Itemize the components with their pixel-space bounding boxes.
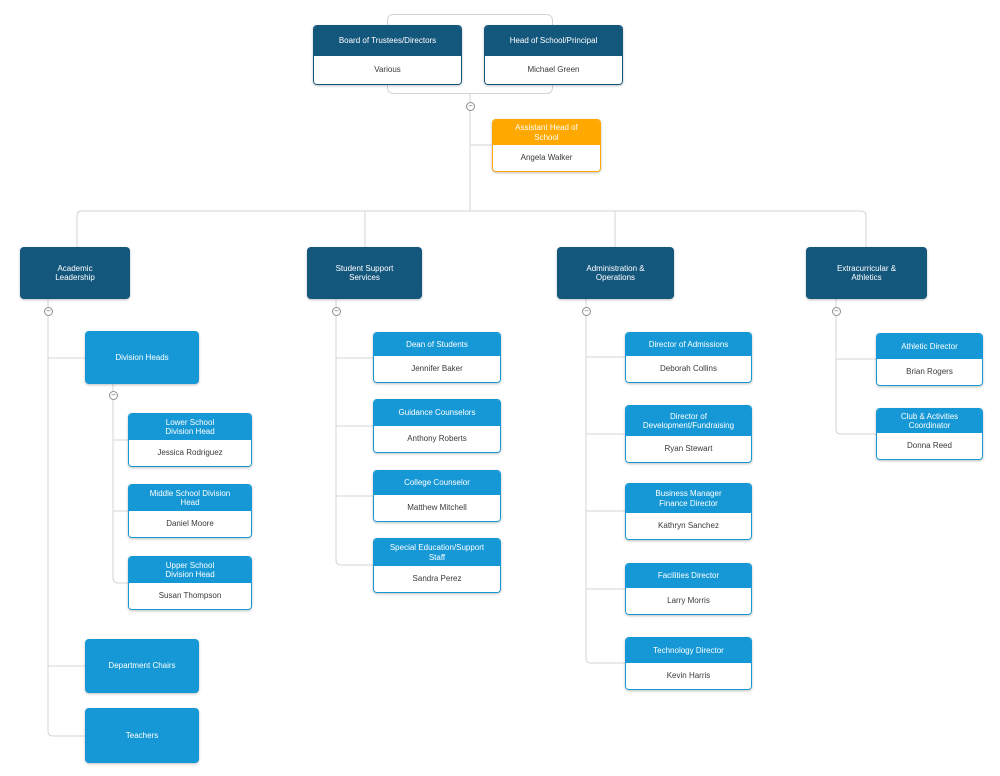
node-person: Angela Walker [493,145,600,171]
org-node-athletic-director[interactable]: Athletic Director Brian Rogers [876,333,983,386]
node-person: Daniel Moore [129,511,251,537]
node-person: Various [314,56,461,84]
node-person: Ryan Stewart [626,436,751,462]
minus-glyph: − [834,306,839,315]
org-node-middle-school-head[interactable]: Middle School Division Head Daniel Moore [128,484,252,538]
node-person: Kevin Harris [626,663,751,689]
wire-extra-branch [835,299,876,435]
node-title: Dean of Students [374,333,500,356]
org-node-extracurricular-athletics[interactable]: Extracurricular & Athletics [806,247,927,299]
wire-top-trunk [469,94,492,211]
node-person: Deborah Collins [626,356,751,382]
org-node-board-of-trustees[interactable]: Board of Trustees/Directors Various [313,25,462,85]
node-person: Jennifer Baker [374,356,500,382]
collapse-icon-admin[interactable]: − [582,307,591,316]
node-title: Athletic Director [877,334,982,359]
minus-glyph: − [334,306,339,315]
node-title: Guidance Counselors [374,400,500,426]
org-node-division-heads[interactable]: Division Heads [85,331,199,384]
wire-academic-branch [47,299,85,737]
node-title: Assistant Head of School [493,120,600,145]
node-title: Middle School Division Head [129,485,251,511]
org-node-guidance-counselors[interactable]: Guidance Counselors Anthony Roberts [373,399,501,453]
org-node-technology-director[interactable]: Technology Director Kevin Harris [625,637,752,690]
minus-glyph: − [46,306,51,315]
node-person: Susan Thompson [129,583,251,609]
org-node-facilities-director[interactable]: Facilities Director Larry Morris [625,563,752,615]
node-person: Michael Green [485,56,622,84]
org-node-special-education-staff[interactable]: Special Education/Support Staff Sandra P… [373,538,501,593]
wire-admin-branch [585,299,625,664]
org-node-director-development[interactable]: Director of Development/Fundraising Ryan… [625,405,752,463]
org-node-administration-operations[interactable]: Administration & Operations [557,247,674,299]
org-node-upper-school-head[interactable]: Upper School Division Head Susan Thompso… [128,556,252,610]
node-title: Club & Activities Coordinator [877,409,982,433]
node-person: Donna Reed [877,433,982,459]
collapse-icon-student[interactable]: − [332,307,341,316]
node-title: Upper School Division Head [129,557,251,583]
org-node-department-chairs[interactable]: Department Chairs [85,639,199,693]
node-title: Special Education/Support Staff [374,539,500,566]
node-title: Director of Admissions [626,333,751,356]
org-node-academic-leadership[interactable]: Academic Leadership [20,247,130,299]
node-person: Larry Morris [626,588,751,614]
org-node-dean-of-students[interactable]: Dean of Students Jennifer Baker [373,332,501,383]
node-title: Director of Development/Fundraising [626,406,751,436]
node-title: Administration & Operations [586,263,645,283]
org-node-director-admissions[interactable]: Director of Admissions Deborah Collins [625,332,752,383]
wire-division-branch [112,384,128,584]
node-title: Technology Director [626,638,751,663]
org-node-business-manager[interactable]: Business Manager Finance Director Kathry… [625,483,752,540]
org-node-college-counselor[interactable]: College Counselor Matthew Mitchell [373,470,501,522]
minus-glyph: − [584,306,589,315]
node-title: Division Heads [115,352,169,362]
node-title: Student Support Services [335,263,394,283]
org-node-lower-school-head[interactable]: Lower School Division Head Jessica Rodri… [128,413,252,467]
node-title: Facilities Director [626,564,751,588]
node-title: Business Manager Finance Director [626,484,751,513]
node-person: Jessica Rodriguez [129,440,251,466]
minus-glyph: − [468,101,473,110]
node-person: Anthony Roberts [374,426,500,452]
wire-student-branch [335,299,373,566]
org-node-student-support[interactable]: Student Support Services [307,247,422,299]
collapse-icon-top[interactable]: − [466,102,475,111]
node-title: Head of School/Principal [485,26,622,56]
node-title: Board of Trustees/Directors [314,26,461,56]
node-person: Brian Rogers [877,359,982,385]
node-title: College Counselor [374,471,500,495]
node-title: Extracurricular & Athletics [836,263,897,283]
node-person: Matthew Mitchell [374,495,500,521]
node-title: Academic Leadership [55,263,95,283]
org-node-teachers[interactable]: Teachers [85,708,199,763]
wire-main-distribution [76,210,867,247]
org-node-head-of-school[interactable]: Head of School/Principal Michael Green [484,25,623,85]
org-node-club-activities-coordinator[interactable]: Club & Activities Coordinator Donna Reed [876,408,983,460]
collapse-icon-division-heads[interactable]: − [109,391,118,400]
node-title: Department Chairs [108,661,176,671]
collapse-icon-academic[interactable]: − [44,307,53,316]
node-title: Teachers [125,730,159,740]
minus-glyph: − [111,390,116,399]
node-person: Sandra Perez [374,566,500,592]
collapse-icon-extra[interactable]: − [832,307,841,316]
node-person: Kathryn Sanchez [626,513,751,539]
node-title: Lower School Division Head [129,414,251,440]
org-node-assistant-head[interactable]: Assistant Head of School Angela Walker [492,119,601,172]
